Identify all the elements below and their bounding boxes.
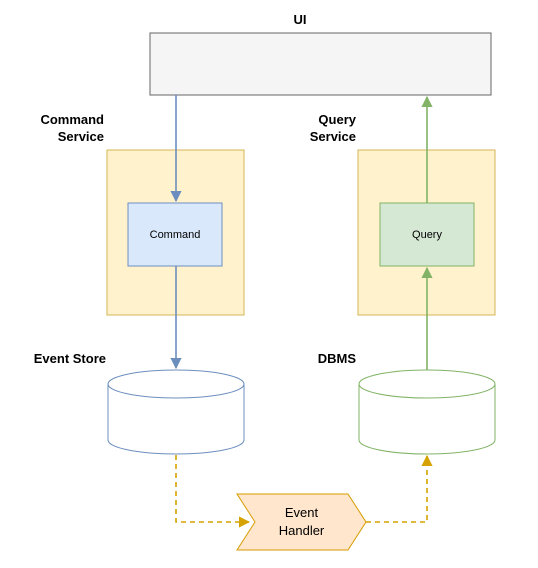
ui-box: [149, 32, 492, 96]
command-service-container: [106, 149, 245, 316]
event-store-cylinder: [107, 369, 245, 455]
arrow-handler-to-dbms: [366, 454, 433, 523]
arrow-event-store-to-handler: [175, 455, 251, 528]
query-label: Query: [412, 229, 442, 241]
event-handler-label-line1: Event: [284, 505, 319, 520]
command-service-label-line2: Service: [57, 129, 104, 144]
dbms-label: DBMS: [317, 351, 356, 366]
query-service-container: [357, 149, 496, 316]
event-store-label: Event Store: [33, 351, 106, 366]
command-box: [127, 202, 223, 267]
event-handler-label-line2: Handler: [278, 523, 325, 538]
query-service-label: Query Service: [250, 111, 356, 145]
ui-label: UI: [293, 12, 307, 27]
command-service-label-line1: Command: [40, 112, 104, 127]
command-label: Command: [149, 229, 201, 241]
event-handler-shape: [236, 493, 367, 551]
query-service-label-line2: Service: [309, 129, 356, 144]
dbms-cylinder: [358, 369, 496, 455]
query-box: [379, 202, 475, 267]
event-handler-label: Event Handler: [255, 504, 348, 540]
command-service-label: Command Service: [0, 111, 104, 145]
query-service-label-line1: Query: [318, 112, 356, 127]
